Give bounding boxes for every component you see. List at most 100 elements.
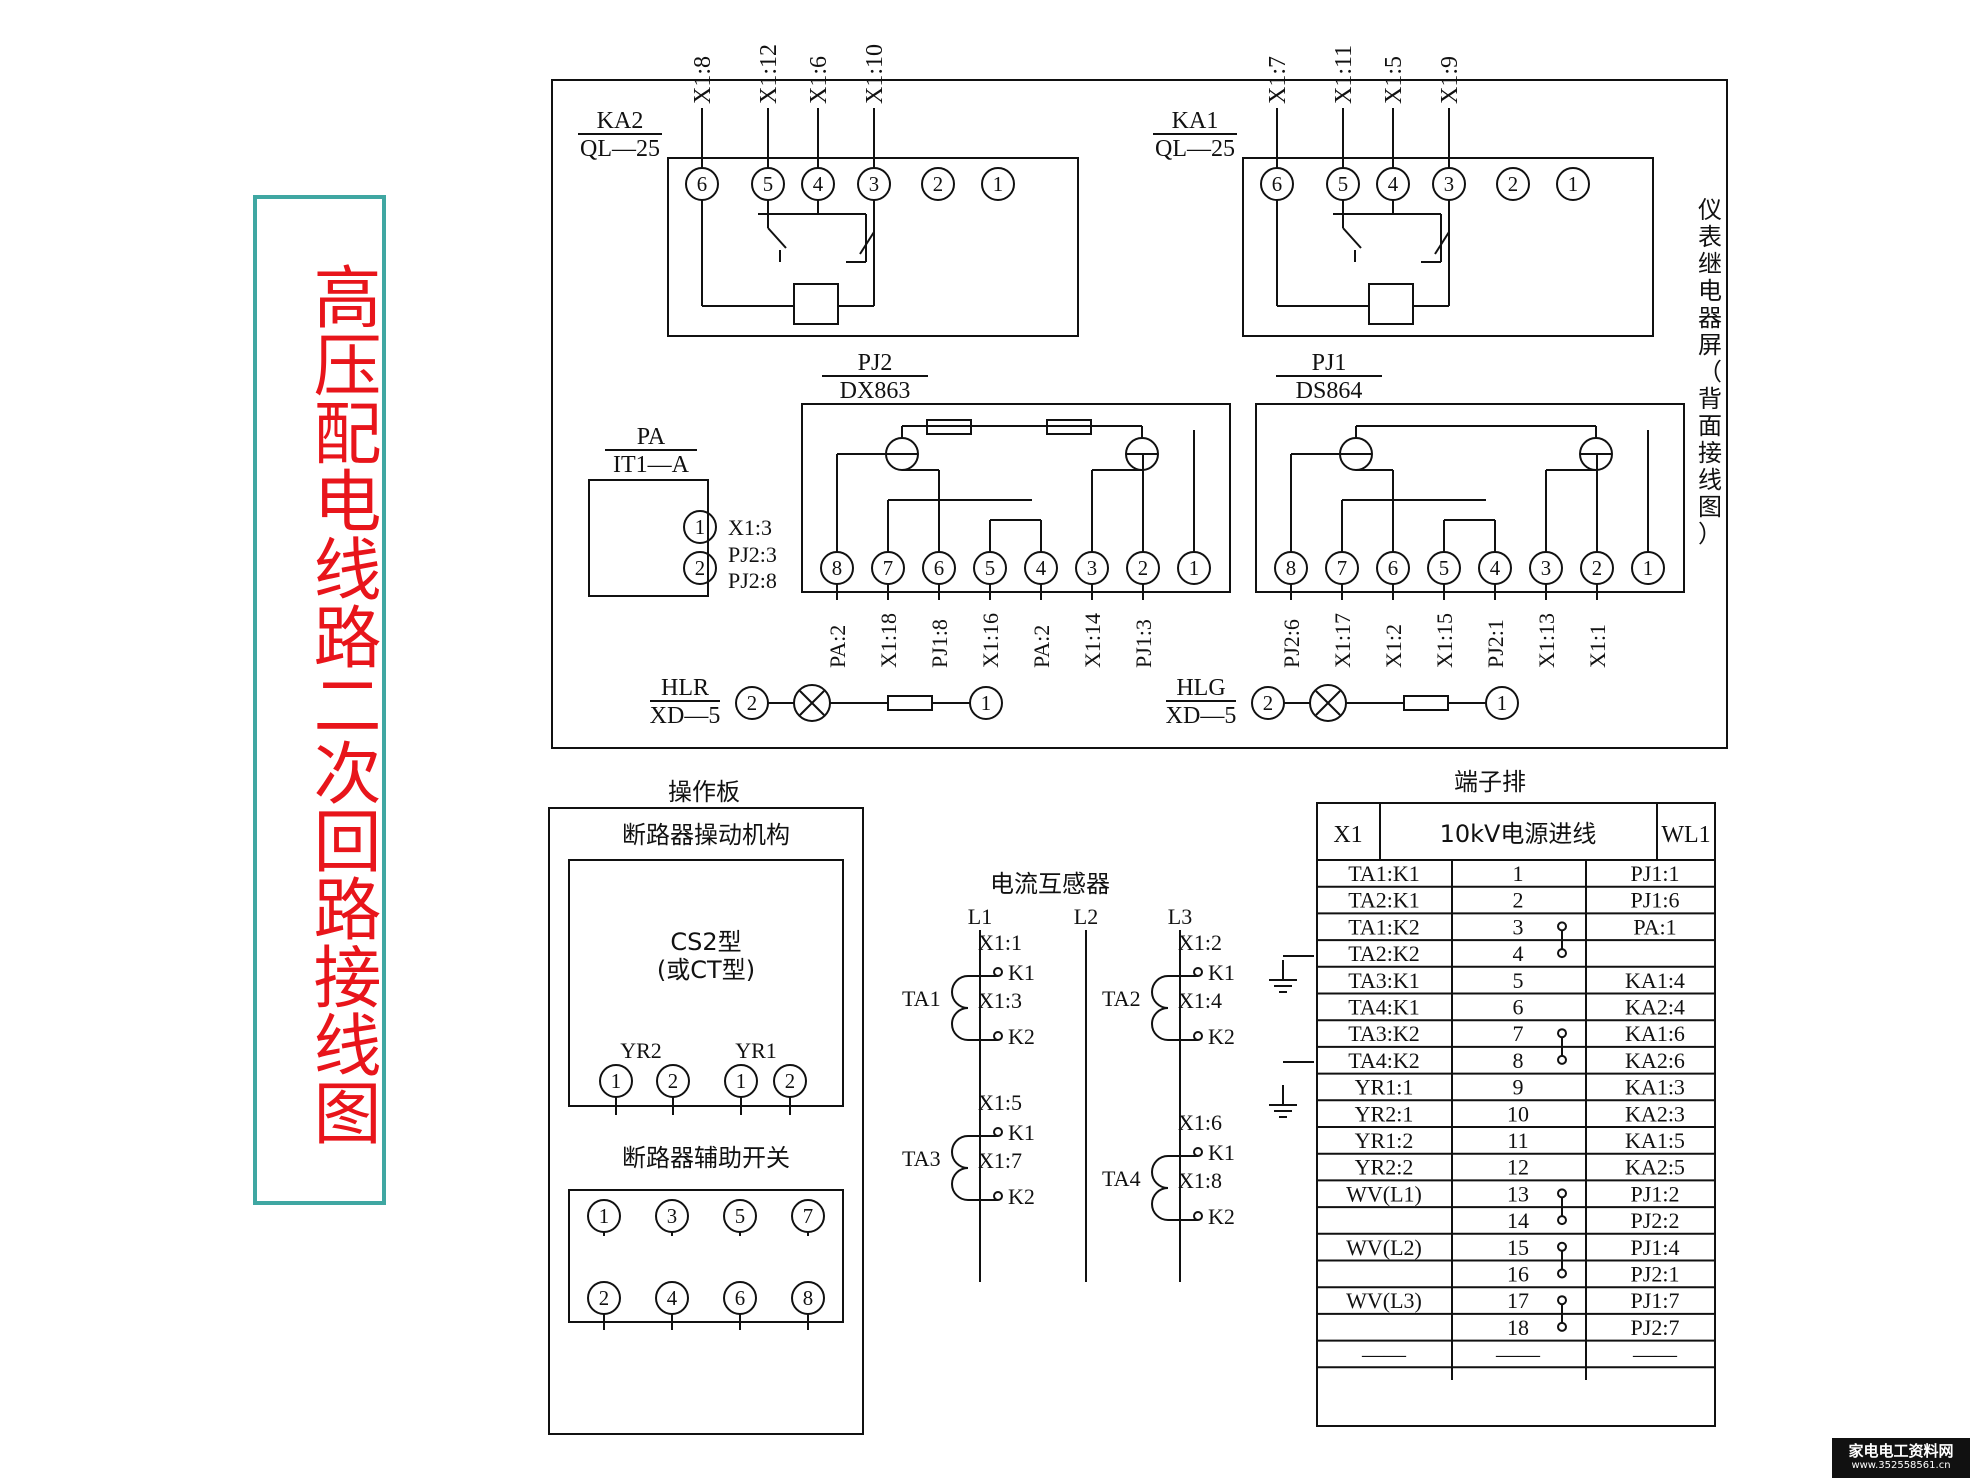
ta3-top: X1:5 xyxy=(978,1090,1022,1115)
tb-row-11-left: YR2:2 xyxy=(1355,1155,1414,1180)
tb-header-desc: 10kV电源进线 xyxy=(1440,820,1597,848)
pj1-terminal-5-label: 5 xyxy=(1439,557,1449,580)
pj2-wire-1: X1:18 xyxy=(876,613,901,668)
upper-panel-border xyxy=(551,79,1728,749)
aux-bottom-terminal-8-label: 8 xyxy=(803,1287,813,1310)
hlg-model: XD—5 xyxy=(1166,703,1237,729)
ka1-terminal-3-label: 3 xyxy=(1444,173,1454,196)
pj1-terminal-4-label: 4 xyxy=(1490,557,1501,580)
ta1-name: TA1 xyxy=(902,986,941,1011)
phase-L3: L3 xyxy=(1168,904,1192,929)
tb-link-dot xyxy=(1557,1054,1567,1065)
tb-link-dot xyxy=(1557,1321,1567,1332)
tb-row-16-num: 17 xyxy=(1507,1288,1529,1313)
terminal-block-label: 端子排 xyxy=(1454,768,1526,796)
side-label-char: 图 xyxy=(1698,493,1722,521)
pa-wire-0: X1:3 xyxy=(728,515,772,540)
pj1-wire-1: X1:17 xyxy=(1330,613,1355,668)
ta4-k1: K1 xyxy=(1208,1140,1235,1165)
yr-terminal-3-label: 2 xyxy=(785,1070,795,1093)
watermark-text: 家电电工资料网 xyxy=(1848,1442,1954,1460)
side-label-char: 面 xyxy=(1698,412,1722,440)
pj1-terminal-7-label: 7 xyxy=(1337,557,1347,580)
tb-row-4-num: 5 xyxy=(1513,968,1524,993)
ta2-mid: X1:4 xyxy=(1178,988,1222,1013)
tb-row-15-right: PJ2:1 xyxy=(1631,1262,1680,1287)
pa-model: IT1—A xyxy=(613,452,690,478)
ka2-terminal-1-circle xyxy=(981,167,1015,201)
ct-label: 电流互感器 xyxy=(990,870,1110,898)
pa-wire-1: PJ2:3 xyxy=(728,542,777,567)
tb-row-12-num: 13 xyxy=(1507,1181,1529,1206)
watermark-url: www.352558561.cn xyxy=(1851,1460,1951,1471)
tb-row-0-left: TA1:K1 xyxy=(1348,861,1420,886)
pa-wire-2: PJ2:8 xyxy=(728,568,777,593)
tb-row-13-num: 14 xyxy=(1507,1208,1529,1233)
tb-row-8-num: 9 xyxy=(1513,1075,1524,1100)
ta3-k1: K1 xyxy=(1008,1120,1035,1145)
tb-link-dot xyxy=(1557,1295,1567,1306)
ta4-name: TA4 xyxy=(1102,1166,1141,1191)
ka1-terminal-6-label: 6 xyxy=(1272,173,1282,196)
yr2-label: YR2 xyxy=(620,1038,662,1063)
pj2-wire-3: X1:16 xyxy=(978,613,1003,668)
pj1-wire-3: X1:15 xyxy=(1432,613,1457,668)
pa-name: PA xyxy=(637,424,666,450)
ka1-contact xyxy=(1342,227,1362,249)
tb-row-8-left: YR1:1 xyxy=(1355,1075,1414,1100)
pj2-wire-5: X1:14 xyxy=(1080,613,1105,668)
ka1-model: QL—25 xyxy=(1155,136,1235,162)
yr-terminal-0-label: 1 xyxy=(611,1070,621,1093)
tb-row-7-right: KA2:6 xyxy=(1625,1048,1685,1073)
model-line2: (或CT型) xyxy=(657,956,755,984)
tb-row-12-right: PJ1:2 xyxy=(1631,1181,1680,1206)
tb-row-18-right: —— xyxy=(1632,1342,1678,1367)
pj2-terminal-2-label: 2 xyxy=(1138,557,1148,580)
ka2-terminal-1-label: 1 xyxy=(993,173,1003,196)
tb-row-8-right: KA1:3 xyxy=(1625,1075,1685,1100)
pj2-resistor-b xyxy=(1046,419,1092,435)
ka2-terminal-2-circle xyxy=(921,167,955,201)
pj2-terminal-4-label: 4 xyxy=(1036,557,1047,580)
tb-row-9-num: 10 xyxy=(1507,1101,1529,1126)
ta2-top: X1:2 xyxy=(1178,930,1222,955)
ta2-k1-dot xyxy=(1193,967,1203,977)
aux-top-terminal-5-label: 5 xyxy=(735,1205,745,1228)
tb-row-6-left: TA3:K2 xyxy=(1348,1021,1420,1046)
ta2-k1: K1 xyxy=(1208,960,1235,985)
mechanism-box xyxy=(568,859,844,1107)
ta1-coil xyxy=(951,975,969,1041)
terminal-block-border xyxy=(1316,802,1716,1427)
tb-row-4-left: TA3:K1 xyxy=(1348,968,1420,993)
hlr-terminal-2-label: 2 xyxy=(747,692,757,715)
tb-row-5-left: TA4:K1 xyxy=(1348,995,1420,1020)
aux-bottom-terminal-4-label: 4 xyxy=(667,1287,678,1310)
pa-box xyxy=(588,479,709,597)
tb-row-3-num: 4 xyxy=(1513,941,1524,966)
tb-row-2-right: PA:1 xyxy=(1633,914,1676,939)
title-box: 高压配电线路二次回路接线图 xyxy=(253,195,386,1205)
ta1-k1: K1 xyxy=(1008,960,1035,985)
op-board-label: 操作板 xyxy=(668,778,740,806)
pa-terminal-1-circle xyxy=(683,510,717,544)
ka1-wire-0: X1:7 xyxy=(1265,56,1291,104)
pa-terminal-2-circle xyxy=(683,551,717,585)
pj2-wire-6: PJ1:3 xyxy=(1131,619,1156,668)
hlr-model: XD—5 xyxy=(650,703,721,729)
side-label-char: 表 xyxy=(1698,223,1722,251)
pj1-wire-2: X1:2 xyxy=(1381,624,1406,668)
ka1-wire-1: X1:11 xyxy=(1331,45,1357,104)
ta4-k1-dot xyxy=(1193,1147,1203,1157)
aux-bottom-terminal-2-label: 2 xyxy=(599,1287,609,1310)
side-label-char: 背 xyxy=(1698,385,1722,413)
aux-top-terminal-3-label: 3 xyxy=(667,1205,677,1228)
pj1-terminal-6-label: 6 xyxy=(1388,557,1398,580)
aux-bottom-terminal-6-label: 6 xyxy=(735,1287,745,1310)
ka2-wire-3: X1:10 xyxy=(862,44,888,104)
ta3-k2: K2 xyxy=(1008,1184,1035,1209)
tb-row-16-right: PJ1:7 xyxy=(1631,1288,1680,1313)
tb-link-dot xyxy=(1557,1241,1567,1252)
pj2-terminal-6-label: 6 xyxy=(934,557,944,580)
tb-link-dot xyxy=(1557,948,1567,959)
side-label-char: 线 xyxy=(1698,466,1722,494)
